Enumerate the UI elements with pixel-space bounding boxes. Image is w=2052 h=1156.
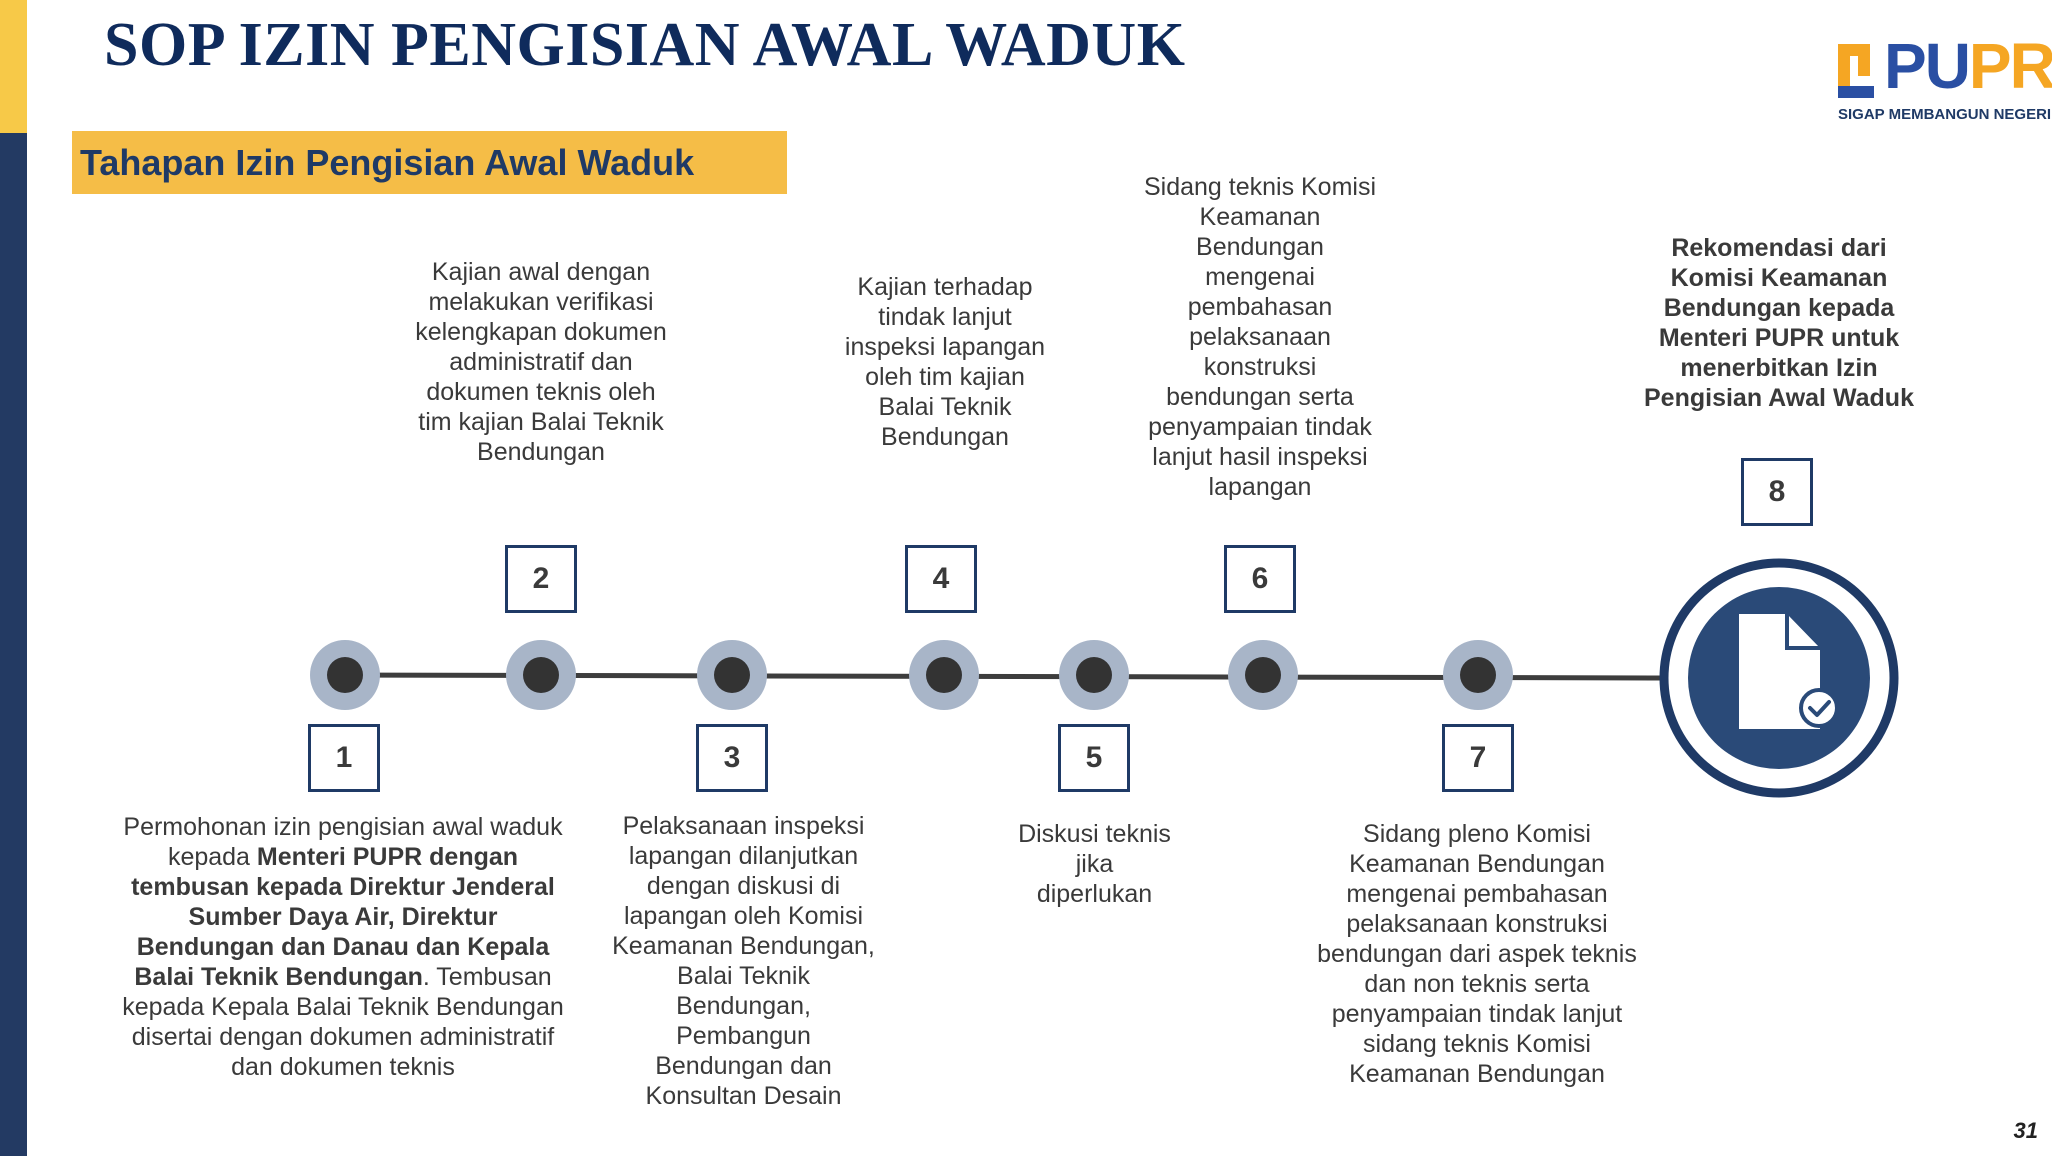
logo-wordmark: PUPR	[1884, 34, 2052, 98]
timeline-dot-5	[1059, 640, 1129, 710]
timeline-dot-1	[310, 640, 380, 710]
step-1-text-part-1: Permohonan izin pengisian awal waduk kep…	[123, 813, 563, 871]
subtitle-banner: Tahapan Izin Pengisian Awal Waduk	[72, 131, 787, 194]
step-1-description: Permohonan izin pengisian awal waduk kep…	[122, 812, 564, 1082]
page-number: 31	[2013, 1118, 2038, 1143]
step-7-number: 7	[1442, 724, 1514, 792]
step-1-number: 1	[308, 724, 380, 792]
step-1-text-part-3: . Tembusan kepada Kepala Balai Teknik Be…	[122, 963, 564, 1081]
timeline-dot-4	[909, 640, 979, 710]
step-4-number: 4	[905, 545, 977, 613]
logo-text-pu: PU	[1884, 30, 1971, 102]
side-accent-yellow	[0, 0, 27, 133]
subtitle-text: Tahapan Izin Pengisian Awal Waduk	[80, 142, 695, 183]
logo-tagline: SIGAP MEMBANGUN NEGERI	[1838, 106, 2052, 123]
pupr-logo: PUPR SIGAP MEMBANGUN NEGERI	[1834, 34, 2052, 130]
timeline-dot-7	[1443, 640, 1513, 710]
step-8-number: 8	[1741, 458, 1813, 526]
step-7-description: Sidang pleno Komisi Keamanan Bendungan m…	[1317, 820, 1637, 1088]
step-3-description: Pelaksanaan inspeksi lapangan dilanjutka…	[612, 812, 875, 1110]
step-3-number: 3	[696, 724, 768, 792]
pupr-emblem-icon	[1838, 44, 1874, 98]
timeline-dot-2	[506, 640, 576, 710]
step-5-number: 5	[1058, 724, 1130, 792]
step-1-text-part-2: Menteri PUPR dengan tembusan kepada Dire…	[131, 843, 555, 991]
step-6-number: 6	[1224, 545, 1296, 613]
timeline-dot-6	[1228, 640, 1298, 710]
step-4-description: Kajian terhadap tindak lanjut inspeksi l…	[844, 273, 1046, 451]
step-2-description: Kajian awal dengan melakukan verifikasi …	[415, 258, 667, 466]
page-title: SOP IZIN PENGISIAN AWAL WADUK	[104, 11, 1186, 79]
step-8-description: Rekomendasi dari Komisi Keamanan Bendung…	[1644, 234, 1914, 412]
side-accent-navy	[0, 133, 27, 1156]
step-6-description: Sidang teknis Komisi Keamanan Bendungan …	[1143, 173, 1377, 501]
timeline-dot-3	[697, 640, 767, 710]
document-check-icon	[1739, 614, 1839, 729]
logo-text-pr: PR	[1968, 30, 2052, 102]
step-2-number: 2	[505, 545, 577, 613]
step-5-description: Diskusi teknis jika diperlukan	[1018, 820, 1171, 908]
